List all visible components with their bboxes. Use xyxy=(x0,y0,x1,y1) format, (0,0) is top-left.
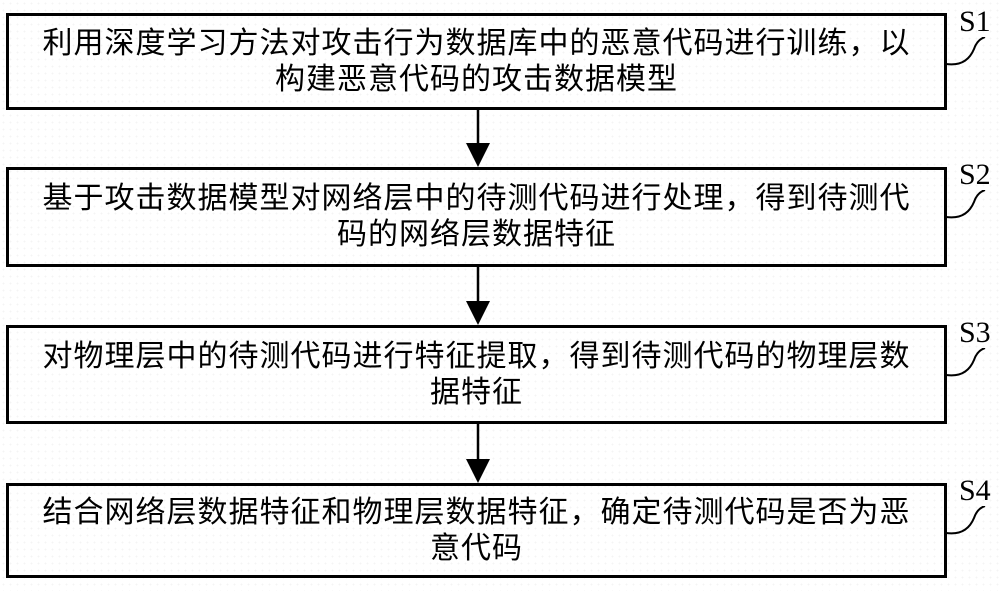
flowchart-step-1-box: 利用深度学习方法对攻击行为数据库中的恶意代码进行训练，以 构建恶意代码的攻击数据… xyxy=(6,13,947,110)
step-3-reference-label: S3 xyxy=(959,316,991,349)
flowchart-step-4-box: 结合网络层数据特征和物理层数据特征，确定待测代码是否为恶 意代码 xyxy=(6,483,947,578)
flowchart-step-2-box: 基于攻击数据模型对网络层中的待测代码进行处理，得到待测代 码的网络层数据特征 xyxy=(6,167,947,267)
step-1-text-line-2: 构建恶意代码的攻击数据模型 xyxy=(275,62,678,96)
step-2-text-line-1: 基于攻击数据模型对网络层中的待测代码进行处理，得到待测代 xyxy=(42,182,911,215)
step-1-text-line-1: 利用深度学习方法对攻击行为数据库中的恶意代码进行训练，以 xyxy=(42,26,911,60)
flow-arrow-3-down-icon xyxy=(466,424,490,483)
step-2-reference-connector-line xyxy=(946,190,986,219)
step-2-reference-label: S2 xyxy=(959,158,991,191)
step-1-reference-label: S1 xyxy=(959,5,991,38)
step-4-text-line-2: 意代码 xyxy=(430,531,523,565)
step-4-reference-label: S4 xyxy=(959,474,991,507)
step-1-reference-connector-line xyxy=(946,37,986,66)
step-3-text-line-1: 对物理层中的待测代码进行特征提取，得到待测代码的物理层数 xyxy=(42,339,911,373)
step-4-text-line-1: 结合网络层数据特征和物理层数据特征，确定待测代码是否为恶 xyxy=(42,495,911,529)
step-3-reference-connector-line xyxy=(946,348,986,377)
step-2-text-line-2: 码的网络层数据特征 xyxy=(337,218,616,251)
step-3-text-line-2: 据特征 xyxy=(430,375,523,409)
flow-arrow-1-down-icon xyxy=(466,110,490,167)
flowchart-step-3-box: 对物理层中的待测代码进行特征提取，得到待测代码的物理层数 据特征 xyxy=(6,325,947,424)
flow-arrow-2-down-icon xyxy=(466,267,490,325)
step-4-reference-connector-line xyxy=(946,506,986,535)
